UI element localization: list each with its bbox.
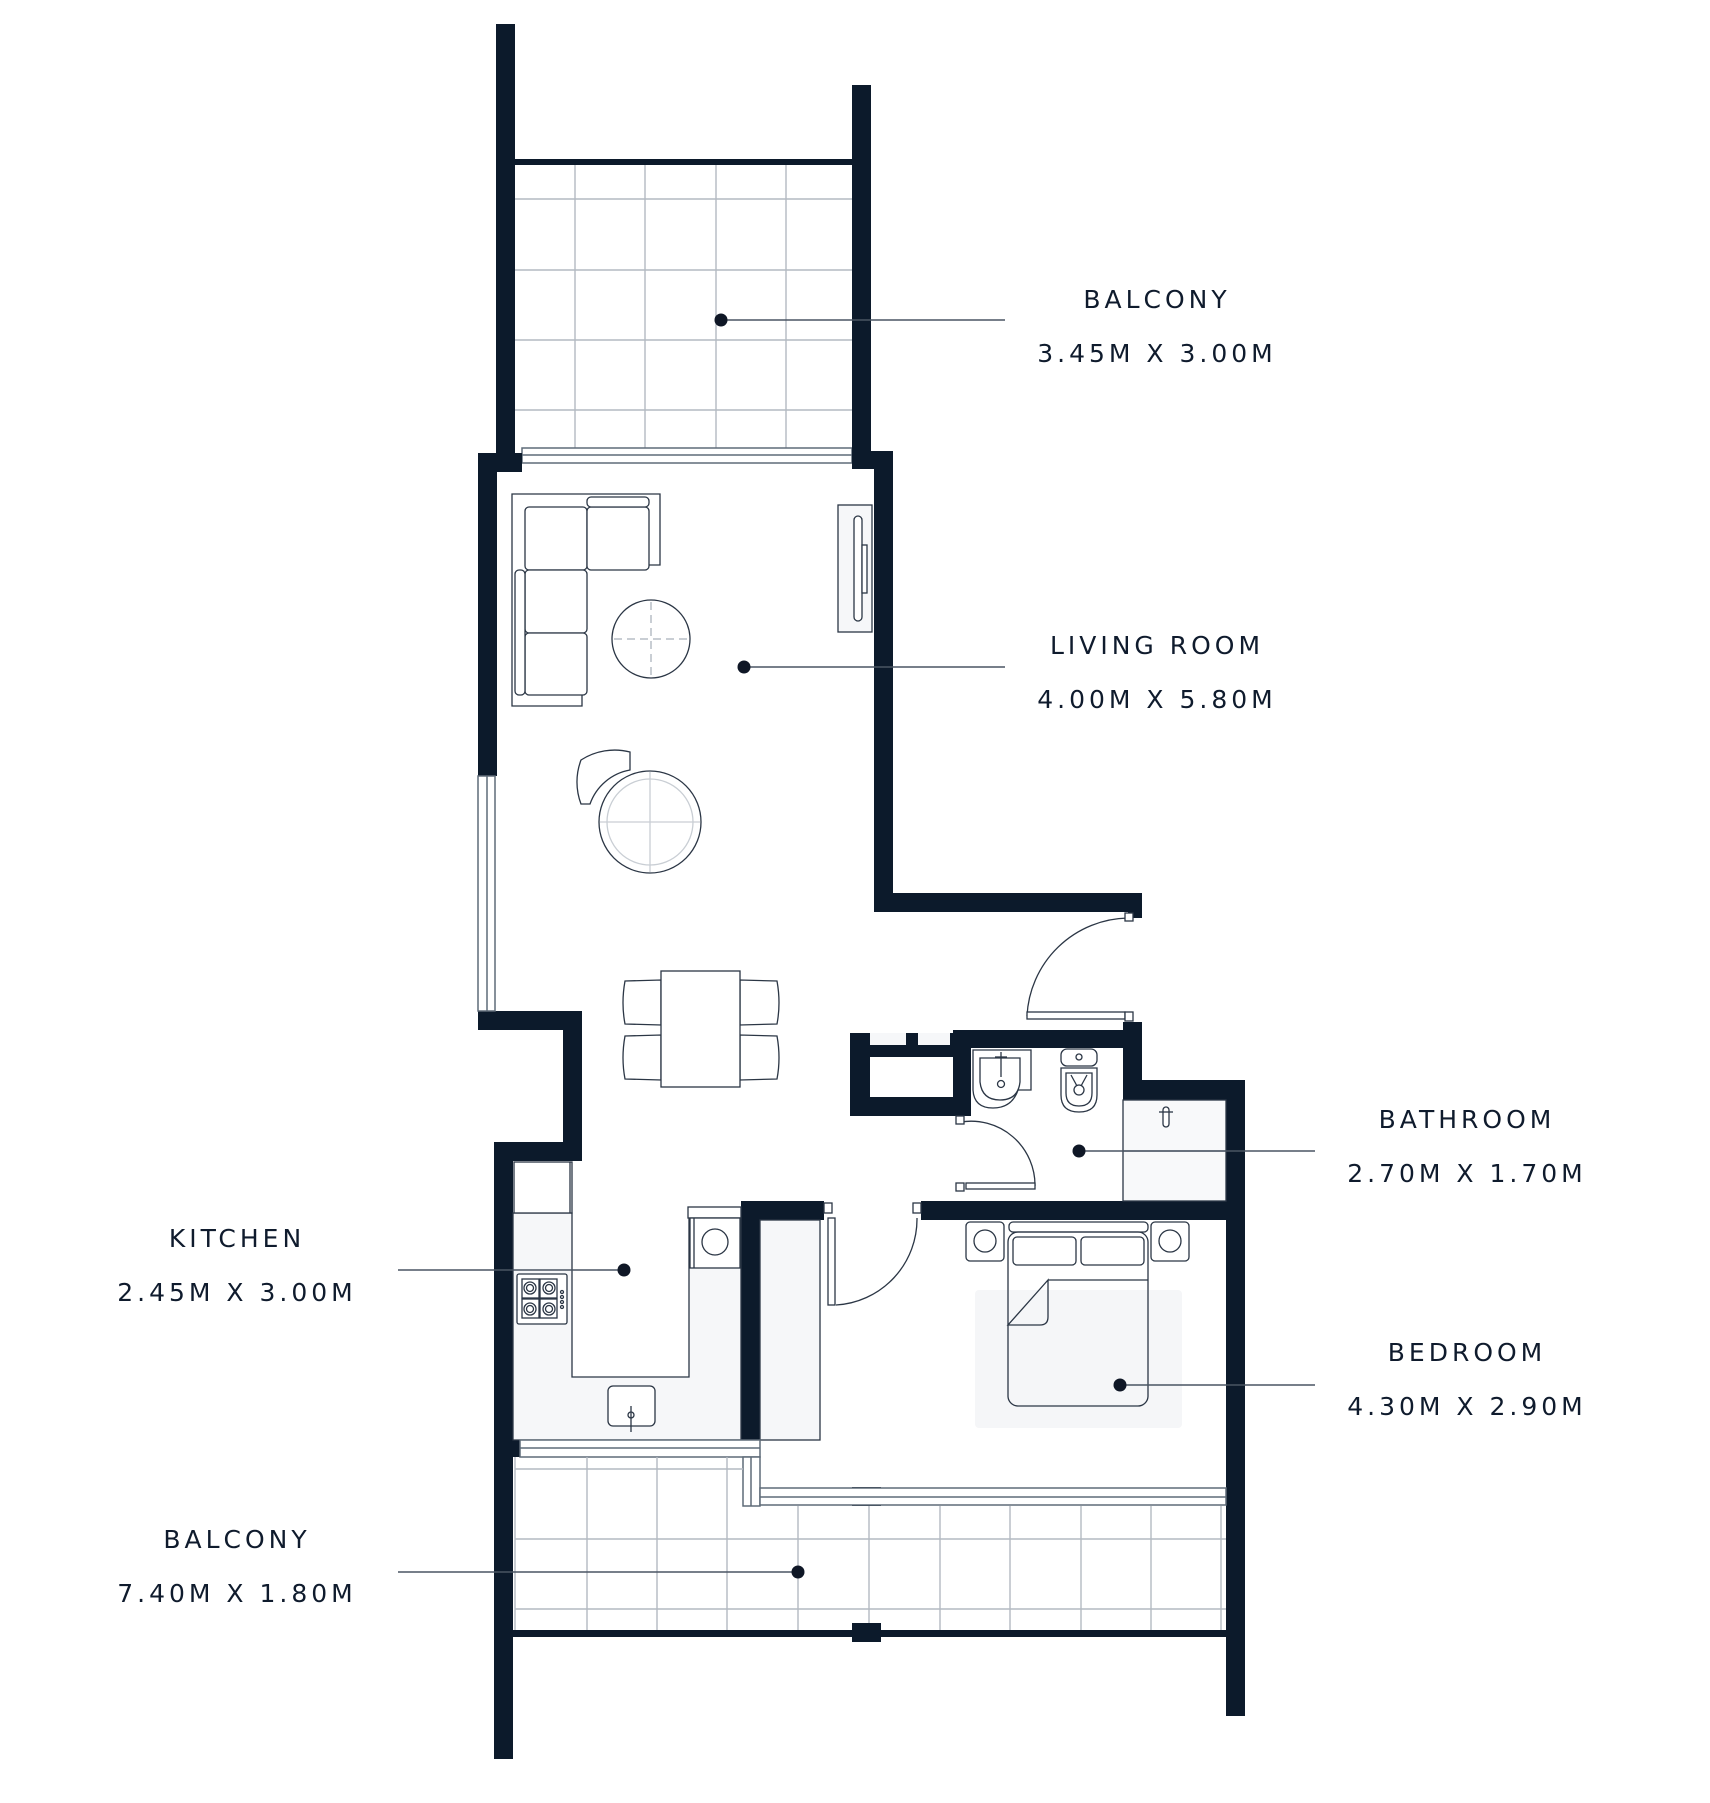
balcony-bottom-window-side bbox=[742, 1456, 761, 1507]
nightstand-icon bbox=[1150, 1221, 1190, 1262]
balcony-bottom-window-bedroom bbox=[759, 1487, 1227, 1506]
room-dimensions: 4.30M X 2.90M bbox=[1347, 1392, 1587, 1421]
closet-icon bbox=[759, 1219, 821, 1441]
marker-living-room bbox=[737, 660, 751, 674]
balcony-top-tiles bbox=[515, 165, 852, 448]
coffee-table-icon bbox=[611, 599, 691, 679]
bathroom-fixtures bbox=[972, 1048, 1227, 1202]
bedroom-door-icon bbox=[823, 1202, 922, 1306]
wall-balcony-left bbox=[496, 24, 515, 461]
wall-dent-side bbox=[563, 1011, 582, 1161]
balcony-bottom-tiles bbox=[514, 1457, 1226, 1630]
room-label-kitchen: KITCHEN 2.45M X 3.00M bbox=[97, 1224, 377, 1308]
sink-icon bbox=[607, 1385, 656, 1432]
balcony-bottom-area bbox=[514, 1439, 1227, 1630]
room-label-bedroom: BEDROOM 4.30M X 2.90M bbox=[1327, 1338, 1607, 1422]
wall-bathroom-step bbox=[1123, 1080, 1245, 1100]
wall-right-outer bbox=[1226, 1080, 1245, 1716]
marker-bedroom bbox=[1113, 1378, 1127, 1392]
room-label-living-room: LIVING ROOM 4.00M X 5.80M bbox=[1017, 631, 1297, 715]
washer-icon bbox=[687, 1206, 742, 1269]
entry-door-icon bbox=[1026, 912, 1134, 1022]
wall-bathroom-bottom bbox=[921, 1201, 1245, 1220]
wall-living-right bbox=[874, 451, 893, 912]
room-name: BEDROOM bbox=[1387, 1338, 1547, 1367]
balcony-bottom-railing bbox=[513, 1630, 1226, 1637]
wall-kitchen-corner bbox=[494, 1440, 520, 1457]
room-label-balcony-top: BALCONY 3.45M X 3.00M bbox=[1017, 285, 1297, 369]
marker-balcony-bottom bbox=[791, 1565, 805, 1579]
wall-kitchen-divider bbox=[741, 1201, 760, 1440]
room-dimensions: 7.40M X 1.80M bbox=[117, 1579, 357, 1608]
marker-kitchen bbox=[617, 1263, 631, 1277]
stove-icon bbox=[516, 1273, 568, 1325]
sofa-icon bbox=[511, 493, 661, 707]
room-dimensions: 4.00M X 5.80M bbox=[1037, 685, 1277, 714]
rug-icon bbox=[975, 1290, 1182, 1428]
balcony-bottom-window-kitchen bbox=[519, 1439, 761, 1458]
room-name: BALCONY bbox=[163, 1525, 311, 1554]
fridge-icon bbox=[513, 1161, 573, 1214]
balcony-top-area bbox=[515, 159, 853, 464]
dining-table-icon bbox=[622, 970, 780, 1088]
armchair-icon bbox=[576, 749, 702, 874]
storage-cabinet bbox=[870, 1033, 953, 1097]
room-name: KITCHEN bbox=[168, 1224, 306, 1253]
wall-dent-top bbox=[478, 1011, 582, 1030]
wall-balcony-right bbox=[852, 85, 871, 469]
toilet-icon bbox=[1060, 1048, 1098, 1113]
wall-living-left bbox=[478, 453, 497, 776]
bed-icon bbox=[1006, 1221, 1149, 1407]
walls bbox=[478, 24, 1245, 1759]
living-left-window bbox=[477, 775, 496, 1012]
wall-entry-post bbox=[1128, 893, 1142, 918]
tv-unit-icon bbox=[837, 504, 873, 633]
wall-entry-top bbox=[874, 893, 1142, 912]
marker-bathroom bbox=[1072, 1144, 1086, 1158]
room-dimensions: 2.70M X 1.70M bbox=[1347, 1159, 1587, 1188]
wall-dent-bottom bbox=[494, 1142, 582, 1161]
wall-kitchen-divider-top bbox=[741, 1201, 824, 1220]
wall-bathroom-top bbox=[953, 1030, 1141, 1048]
room-label-bathroom: BATHROOM 2.70M X 1.70M bbox=[1327, 1105, 1607, 1189]
basin-icon bbox=[972, 1049, 1032, 1109]
room-name: LIVING ROOM bbox=[1049, 631, 1265, 660]
label-leaders bbox=[398, 313, 1315, 1579]
room-name: BATHROOM bbox=[1378, 1105, 1556, 1134]
balcony-top-railing bbox=[515, 159, 852, 165]
bathroom-door-icon bbox=[955, 1115, 1036, 1192]
room-dimensions: 2.45M X 3.00M bbox=[117, 1278, 357, 1307]
bedroom-furniture bbox=[965, 1221, 1190, 1428]
room-label-balcony-bottom: BALCONY 7.40M X 1.80M bbox=[97, 1525, 377, 1609]
room-dimensions: 3.45M X 3.00M bbox=[1037, 339, 1277, 368]
kitchen-fixtures bbox=[512, 1161, 742, 1441]
balcony-top-window bbox=[521, 447, 853, 464]
marker-balcony-top bbox=[714, 313, 728, 327]
nightstand-icon bbox=[965, 1221, 1005, 1262]
room-name: BALCONY bbox=[1083, 285, 1231, 314]
